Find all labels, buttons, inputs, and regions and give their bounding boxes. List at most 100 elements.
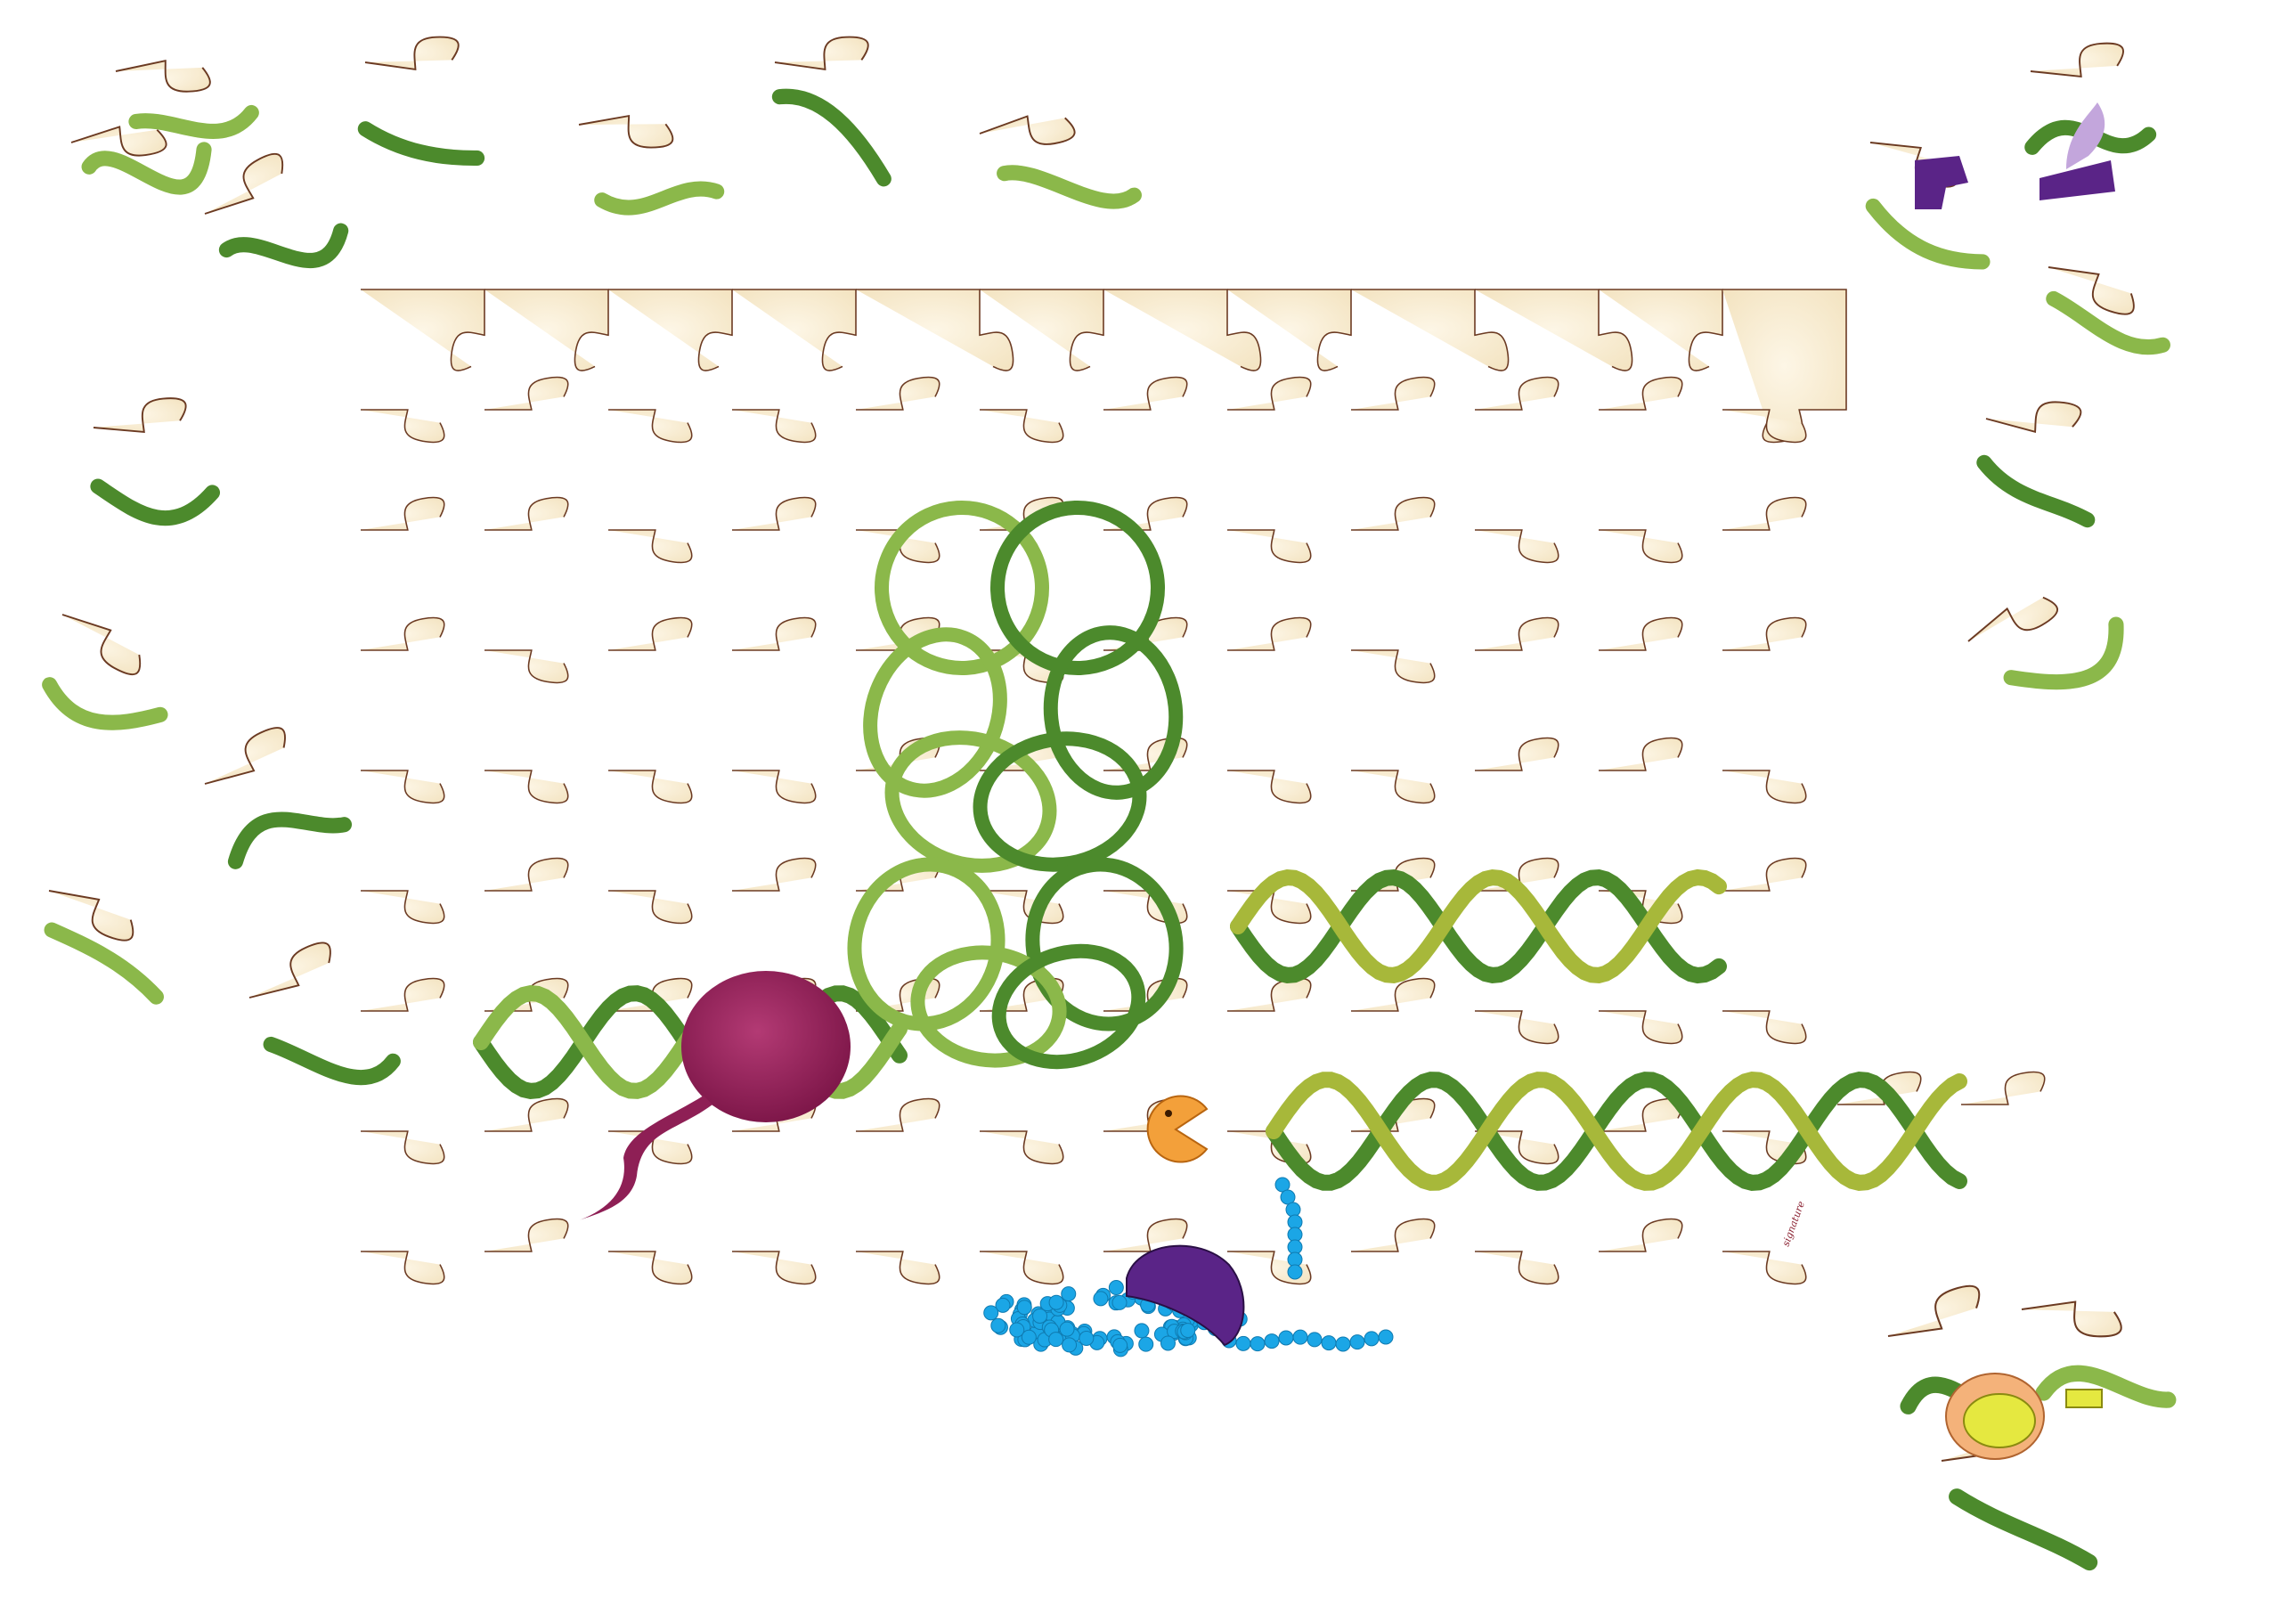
puzzle-piece bbox=[484, 649, 569, 684]
puzzle-piece bbox=[608, 529, 693, 564]
puzzle-piece bbox=[1475, 1130, 1559, 1165]
puzzle-piece bbox=[1599, 289, 1723, 371]
puzzle-piece bbox=[980, 1130, 1064, 1165]
scattered-piece bbox=[357, 36, 485, 167]
puzzle-piece bbox=[732, 1251, 817, 1285]
puzzle-piece bbox=[1227, 616, 1312, 651]
puzzle-piece bbox=[1475, 529, 1559, 564]
puzzle-piece bbox=[361, 1251, 445, 1285]
puzzle-piece bbox=[361, 770, 445, 804]
purple-fragment bbox=[1915, 156, 1968, 209]
puzzle-piece bbox=[1599, 376, 1683, 411]
puzzle-piece bbox=[732, 770, 817, 804]
puzzle-piece bbox=[1351, 1218, 1436, 1252]
puzzle-piece bbox=[1475, 616, 1559, 651]
puzzle-piece bbox=[1722, 857, 1807, 892]
puzzle-piece bbox=[361, 289, 485, 371]
scattered-piece bbox=[204, 153, 349, 268]
yellow-complex bbox=[1945, 1373, 2103, 1460]
puzzle-piece bbox=[1351, 496, 1436, 531]
puzzle-piece bbox=[1475, 737, 1559, 771]
puzzle-piece bbox=[732, 409, 817, 444]
puzzle-piece bbox=[1351, 289, 1510, 371]
orange-protein bbox=[1146, 1095, 1209, 1163]
puzzle-piece bbox=[1103, 376, 1188, 411]
puzzle-piece bbox=[1227, 529, 1312, 564]
scattered-piece bbox=[44, 890, 164, 1005]
puzzle-piece bbox=[484, 1097, 569, 1132]
puzzle-piece bbox=[361, 616, 445, 651]
puzzle-piece bbox=[484, 496, 569, 531]
puzzle-piece bbox=[1599, 616, 1683, 651]
puzzle-piece bbox=[1103, 496, 1188, 531]
puzzle-piece bbox=[608, 409, 693, 444]
puzzle-piece bbox=[1227, 890, 1312, 925]
puzzle-piece bbox=[608, 1251, 693, 1285]
scattered-piece bbox=[42, 614, 168, 730]
puzzle-piece bbox=[608, 770, 693, 804]
puzzle-piece bbox=[1227, 770, 1312, 804]
puzzle-piece bbox=[856, 1097, 940, 1132]
puzzle-piece bbox=[1227, 977, 1312, 1012]
puzzle-piece bbox=[856, 289, 1014, 371]
puzzle-piece bbox=[1722, 616, 1807, 651]
scattered-piece bbox=[90, 397, 221, 526]
scattered-piece bbox=[979, 115, 1142, 209]
dna-helix bbox=[1266, 1072, 1967, 1191]
puzzle-piece bbox=[361, 890, 445, 925]
puzzle-piece bbox=[1722, 409, 1807, 444]
artist-signature: signature bbox=[1780, 1199, 1808, 1248]
puzzle-piece bbox=[1103, 289, 1262, 371]
purple-protein bbox=[1126, 1244, 1245, 1347]
chromatin-loop bbox=[1043, 625, 1184, 800]
chromatin-loop bbox=[910, 945, 1067, 1068]
puzzle-piece bbox=[1722, 770, 1807, 804]
puzzle-piece bbox=[1351, 977, 1436, 1012]
puzzle-piece bbox=[1599, 529, 1683, 564]
puzzle-piece bbox=[1351, 376, 1436, 411]
puzzle-piece bbox=[1961, 1071, 2046, 1105]
puzzle-piece bbox=[1227, 376, 1312, 411]
scattered-piece bbox=[70, 126, 212, 195]
scattered-piece bbox=[2046, 266, 2170, 355]
puzzle-piece bbox=[732, 616, 817, 651]
puzzle-piece bbox=[980, 409, 1064, 444]
purple-fragment bbox=[2040, 160, 2115, 200]
puzzle-piece bbox=[980, 1251, 1064, 1285]
puzzle-piece bbox=[1351, 649, 1436, 684]
puzzle-piece bbox=[1722, 496, 1807, 531]
puzzle-piece bbox=[361, 496, 445, 531]
puzzle-piece bbox=[608, 289, 733, 371]
puzzle-piece bbox=[1475, 1251, 1559, 1285]
puzzle-piece bbox=[1599, 737, 1683, 771]
puzzle-piece bbox=[1599, 1218, 1683, 1252]
puzzle-piece bbox=[484, 376, 569, 411]
scattered-piece bbox=[2021, 1300, 2177, 1408]
lavender-fragment bbox=[2066, 102, 2105, 169]
chromatin-loop bbox=[973, 731, 1147, 872]
scattered-piece bbox=[1976, 401, 2096, 528]
puzzle-piece bbox=[732, 496, 817, 531]
puzzle-piece bbox=[980, 289, 1104, 371]
magenta-protein-tail bbox=[579, 1096, 712, 1220]
puzzle-piece bbox=[1103, 1218, 1188, 1252]
puzzle-piece bbox=[856, 1251, 940, 1285]
puzzle-piece bbox=[1722, 1010, 1807, 1045]
scattered-piece bbox=[204, 727, 353, 869]
puzzle-piece bbox=[1722, 289, 1847, 444]
scattered-piece bbox=[1967, 596, 2124, 690]
puzzle-piece bbox=[484, 289, 609, 371]
puzzle-piece bbox=[1599, 1010, 1683, 1045]
puzzle-piece bbox=[1475, 289, 1633, 371]
puzzle-piece bbox=[1475, 1010, 1559, 1045]
puzzle-piece bbox=[1227, 289, 1352, 371]
puzzle-piece bbox=[608, 890, 693, 925]
puzzle-piece bbox=[484, 1218, 569, 1252]
magenta-protein bbox=[681, 971, 851, 1122]
puzzle-piece bbox=[361, 977, 445, 1012]
protein-complexes bbox=[579, 102, 2115, 1460]
puzzle-piece bbox=[484, 770, 569, 804]
scattered-piece bbox=[771, 36, 892, 187]
puzzle-piece bbox=[484, 857, 569, 892]
